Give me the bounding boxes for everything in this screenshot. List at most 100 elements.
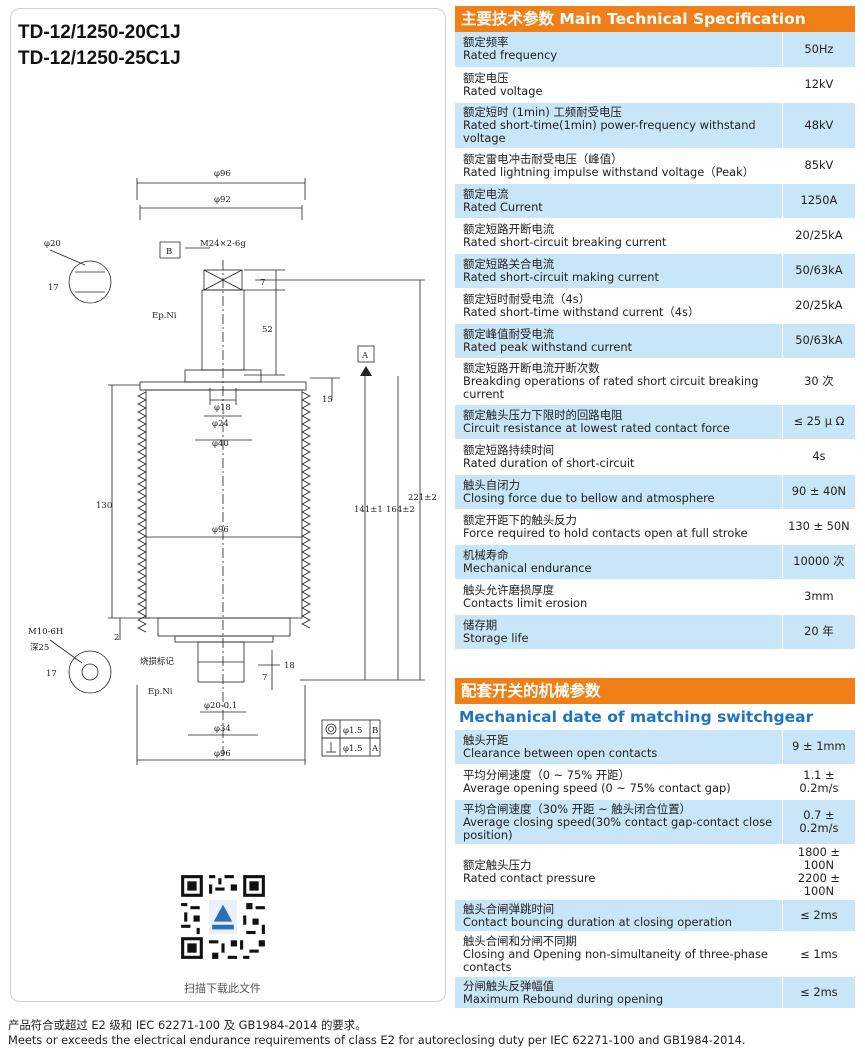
spec-value-text: 1.1 ± 0.2m/s bbox=[799, 768, 839, 795]
dim-221: 221±2 bbox=[408, 493, 437, 503]
spec-name-en: Contact bouncing duration at closing ope… bbox=[463, 914, 732, 929]
spec-name-cn: 触头允许磨损厚度 bbox=[463, 582, 555, 597]
dim-7: 7 bbox=[260, 278, 265, 288]
spec-value: 3mm bbox=[781, 579, 855, 615]
spec-name-cn: 额定触头压力 bbox=[463, 858, 532, 872]
spec-value: ≤ 2ms bbox=[781, 899, 855, 932]
spec-name-en: Maximum Rebound during opening bbox=[463, 991, 664, 1006]
spec-name-cn: 额定电流 bbox=[463, 186, 509, 201]
spec-name: 额定雷电冲击耐受电压（峰值）Rated lightning impulse wi… bbox=[455, 148, 783, 184]
spec-value: 85kV bbox=[781, 148, 855, 184]
spec-value-text: 9 ± 1mm bbox=[792, 739, 846, 754]
spec-value: 1250A bbox=[781, 183, 855, 219]
depth-25: 深25 bbox=[30, 643, 49, 653]
spec-value-text: 50Hz bbox=[804, 41, 834, 56]
ep-ni-top: Ep.Ni bbox=[152, 311, 177, 321]
mech-spec-subtitle: Mechanical date of matching switchgear bbox=[459, 707, 814, 726]
spec-name-cn: 额定短路开断电流开断次数 bbox=[463, 360, 600, 375]
dim-thread: M24×2-6g bbox=[200, 239, 246, 249]
spec-value: 12kV bbox=[781, 67, 855, 103]
spec-row: 额定短时耐受电流（4s）Rated short-time withstand c… bbox=[455, 288, 855, 324]
spec-name-en: Clearance between open contacts bbox=[463, 745, 658, 760]
spec-value: 50/63kA bbox=[781, 323, 855, 359]
qr-code[interactable] bbox=[178, 872, 268, 962]
spec-name-cn: 额定短路开断电流 bbox=[463, 221, 555, 236]
spec-name-cn: 储存期 bbox=[463, 617, 498, 632]
spec-value-text: 0.7 ± 0.2m/s bbox=[799, 808, 839, 835]
spec-value-text: 130 ± 50N bbox=[788, 519, 850, 533]
spec-name-cn: 触头合闸和分闸不同期 bbox=[463, 933, 577, 948]
spec-name-cn: 触头开距 bbox=[463, 732, 509, 747]
spec-value: 10000 次 bbox=[781, 544, 855, 580]
spec-name-cn: 平均合闸速度（30% 开距 ~ 触头闭合位置） bbox=[463, 801, 691, 816]
thread-m10: M10-6H bbox=[28, 627, 63, 637]
tolerance-2-value: φ1.5 bbox=[343, 744, 362, 754]
spec-name-en: Rated short-circuit making current bbox=[463, 269, 659, 284]
spec-name-cn: 额定峰值耐受电流 bbox=[463, 326, 555, 341]
dim-d18: φ18 bbox=[214, 403, 231, 413]
spec-name-en: Rated short-time(1min) power-frequency w… bbox=[463, 117, 756, 145]
spec-name-en: Breakding operations of rated short circ… bbox=[463, 373, 759, 401]
spec-value: 1.1 ± 0.2m/s bbox=[781, 764, 855, 800]
spec-name-en: Rated frequency bbox=[463, 48, 558, 63]
spec-name-en: Average opening speed (0 ~ 75% contact g… bbox=[463, 781, 731, 795]
dim-141: 141±1 bbox=[354, 505, 383, 515]
dim-d96-mid: φ96 bbox=[212, 525, 229, 535]
spec-name-en: Contacts limit erosion bbox=[463, 595, 588, 610]
spec-name-cn: 额定短路关合电流 bbox=[463, 256, 555, 271]
ref-a: A bbox=[361, 351, 369, 361]
spec-value-text: ≤ 25 μ Ω bbox=[793, 414, 845, 428]
spec-value-text: 48kV bbox=[804, 117, 834, 132]
dim-d24: φ24 bbox=[212, 419, 229, 429]
spec-name-cn: 额定雷电冲击耐受电压（峰值） bbox=[463, 151, 623, 166]
spec-value: 130 ± 50N bbox=[781, 509, 855, 545]
spec-name-en: Force required to hold contacts open at … bbox=[463, 525, 748, 540]
spec-name-en: Circuit resistance at lowest rated conta… bbox=[463, 420, 730, 435]
dim-130: 130 bbox=[96, 501, 112, 511]
spec-value-text: ≤ 2ms bbox=[800, 985, 838, 999]
spec-name-en: Rated contact pressure bbox=[463, 871, 596, 885]
model-name-1: TD-12/1250-20C1J bbox=[18, 22, 181, 43]
spec-value-text: 50/63kA bbox=[795, 333, 843, 347]
spec-name-cn: 额定短路持续时间 bbox=[463, 442, 555, 457]
spec-column: 主要技术参数 Main Technical Specification 额定频率… bbox=[455, 6, 855, 1009]
spec-value: 0.7 ± 0.2m/s bbox=[781, 799, 855, 845]
spec-value-text: 20 年 bbox=[804, 624, 834, 638]
dim-d20: φ20 bbox=[44, 239, 61, 249]
spec-name-en: Rated short-time withstand current（4s） bbox=[463, 304, 700, 319]
spec-value-text: 4s bbox=[812, 449, 826, 463]
dim-d34: φ34 bbox=[214, 724, 231, 734]
spec-name-en: Closing and Opening non-simultaneity of … bbox=[463, 946, 768, 974]
tolerance-1-ref: B bbox=[372, 726, 378, 736]
footer-en: Meets or exceeds the electrical enduranc… bbox=[8, 1033, 746, 1047]
spec-value: 90 ± 40N bbox=[781, 474, 855, 510]
spec-value-text: 10000 次 bbox=[793, 554, 845, 568]
spec-value-text: 3mm bbox=[804, 589, 834, 603]
spec-name-en: Mechanical endurance bbox=[463, 560, 592, 575]
spec-value-text: 85kV bbox=[804, 158, 834, 172]
spec-name-en: Rated peak withstand current bbox=[463, 339, 633, 354]
